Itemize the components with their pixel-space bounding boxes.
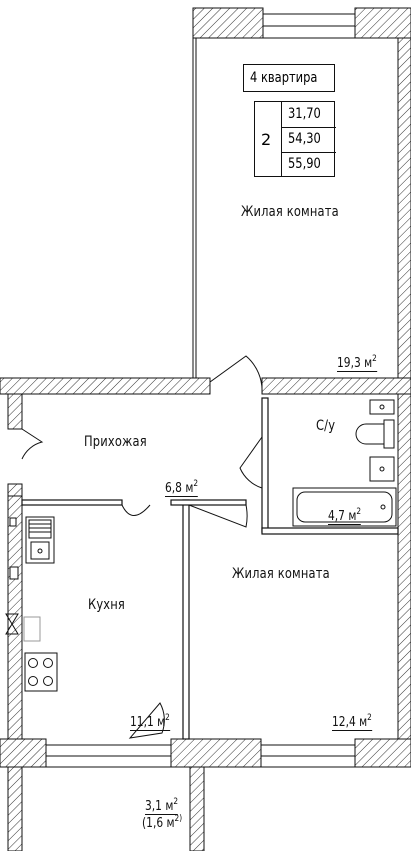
fridge xyxy=(23,616,41,642)
sink-bath xyxy=(369,399,395,482)
area-label-bathroom: 4,7 м2 xyxy=(328,507,362,525)
area-label-living-2: 12,4 м2 xyxy=(332,713,372,731)
sink-kitchen xyxy=(25,516,55,564)
room-label-kitchen: Кухня xyxy=(88,597,125,613)
room-label-living-2: Жилая комната xyxy=(232,566,330,582)
exterior-walls xyxy=(0,7,411,851)
doors xyxy=(21,355,263,739)
area-label-kitchen: 11,1 м2 xyxy=(130,713,170,731)
apartment-title-box: 4 квартира xyxy=(243,64,335,92)
area-table: 2 31,70 54,30 55,90 xyxy=(254,101,336,177)
interior-walls xyxy=(21,397,399,740)
area-total-with-balcony: 55,90 xyxy=(288,156,321,172)
bathtub xyxy=(292,487,397,527)
room-label-bathroom: С/у xyxy=(316,418,336,434)
room-label-hallway: Прихожая xyxy=(84,434,147,450)
apartment-title: 4 квартира xyxy=(250,70,318,86)
area-living: 31,70 xyxy=(288,106,321,122)
rooms-count: 2 xyxy=(261,130,272,149)
area-label-living-1: 19,3 м2 xyxy=(337,354,377,372)
vent-markers xyxy=(5,517,19,635)
toilet xyxy=(355,419,395,449)
area-total: 54,30 xyxy=(288,131,321,147)
stove xyxy=(24,652,58,692)
room-label-living-1: Жилая комната xyxy=(241,204,339,220)
area-label-balcony-reduced: (1,6 м2) xyxy=(142,814,183,831)
area-label-balcony: 3,1 м2 xyxy=(145,797,179,815)
area-label-hallway: 6,8 м2 xyxy=(165,479,199,497)
windows xyxy=(45,13,356,768)
